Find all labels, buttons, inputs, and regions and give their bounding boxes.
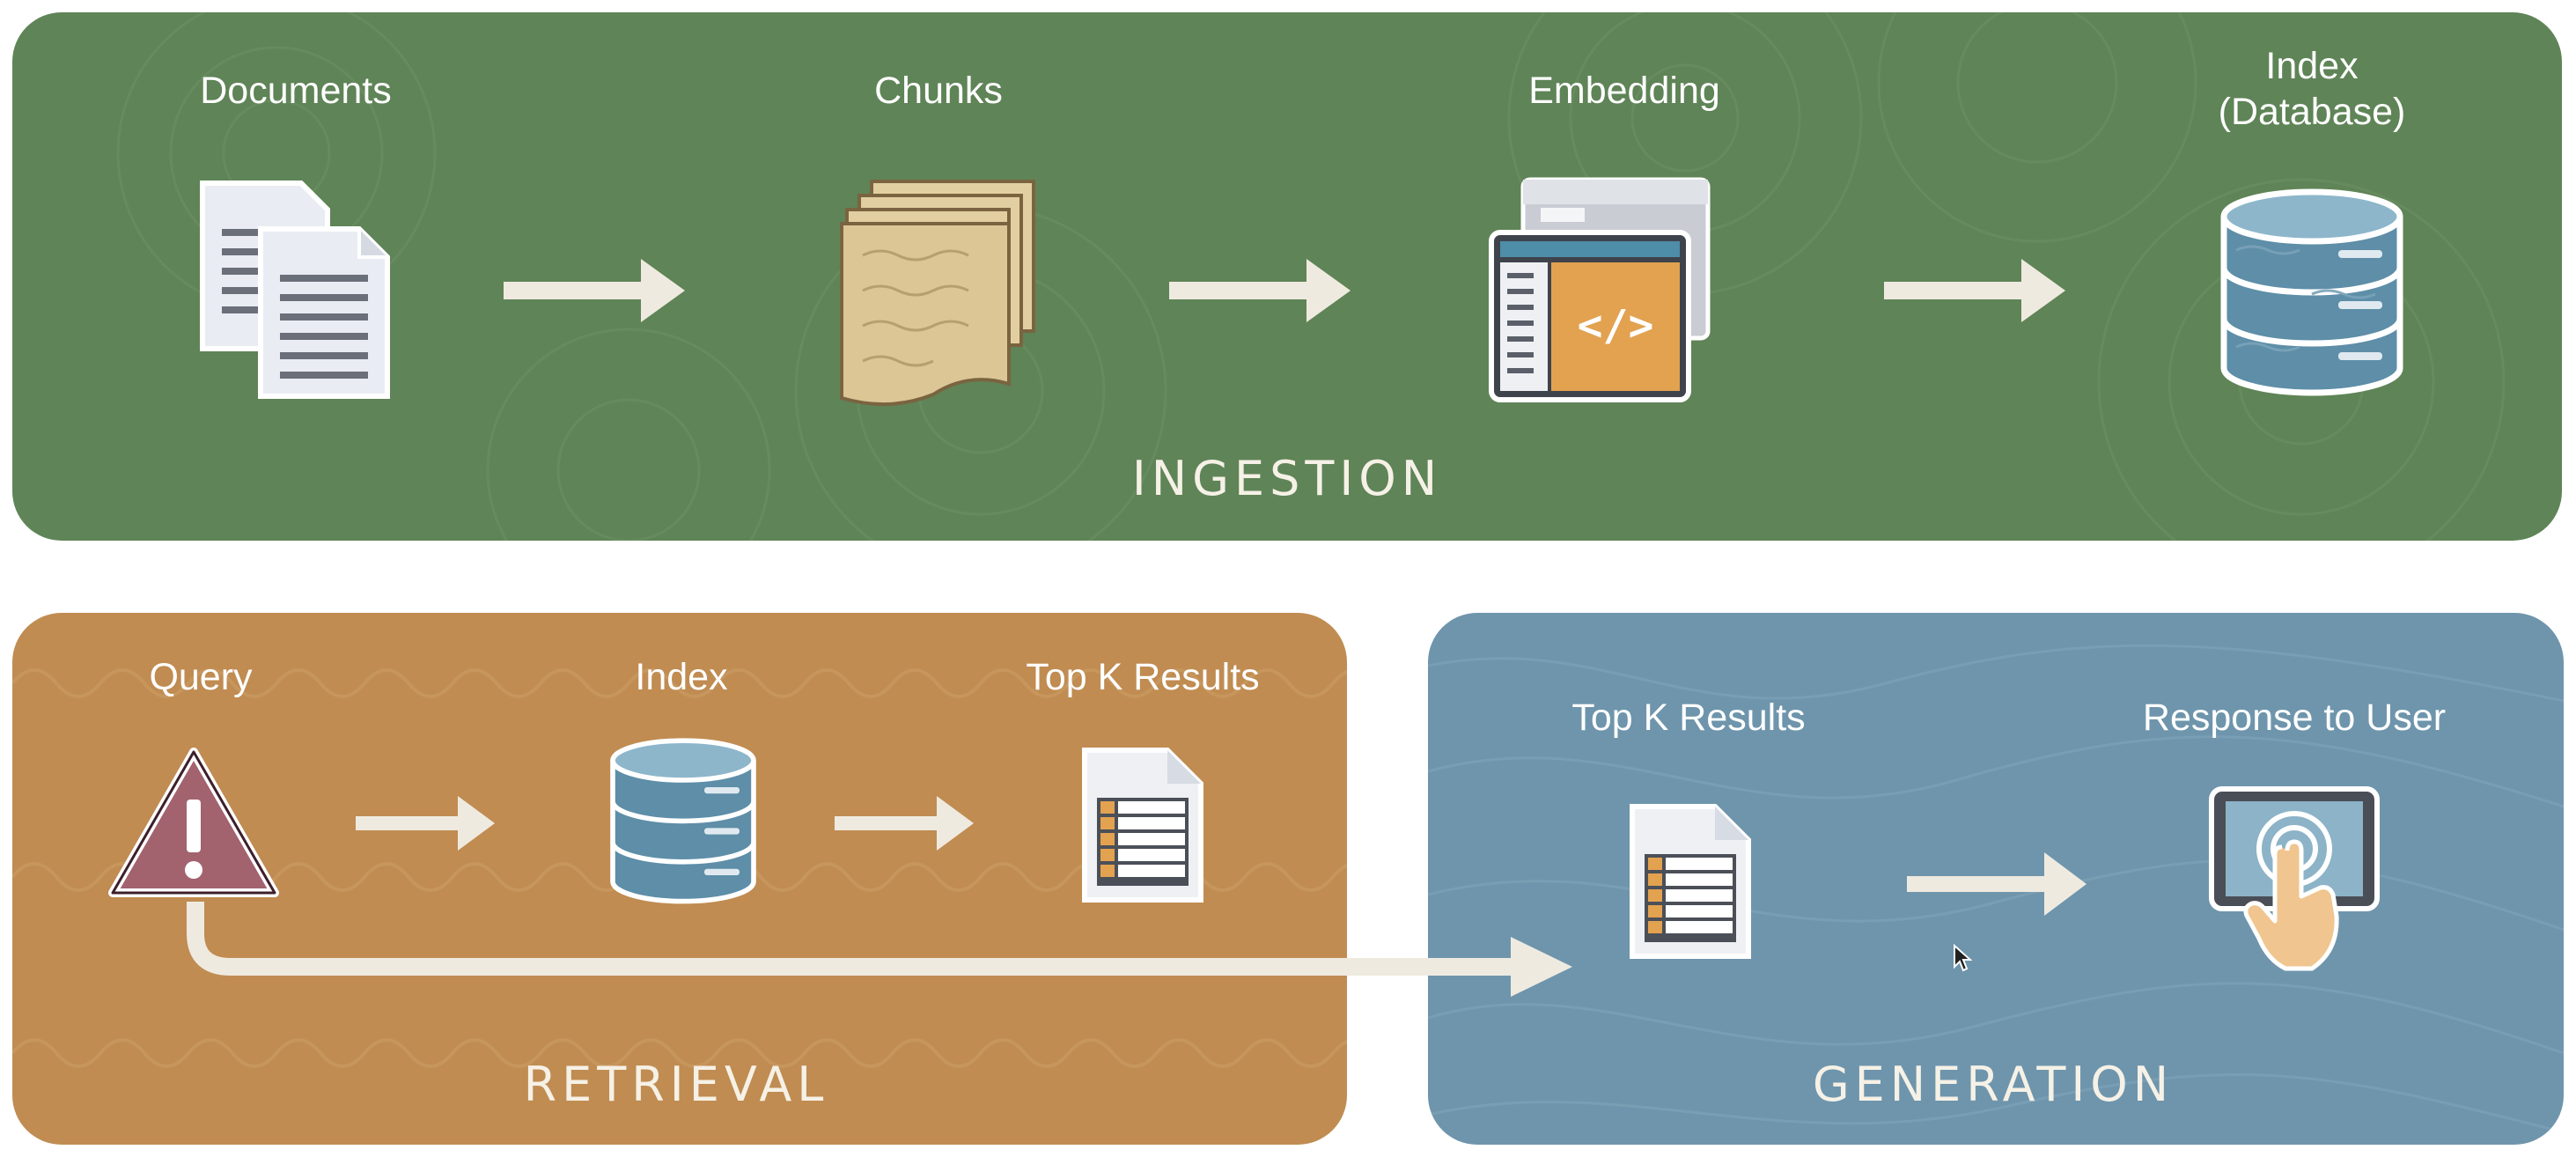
embedding-label: Embedding (1528, 70, 1720, 112)
database-icon (2220, 188, 2403, 396)
index-label-line1: Index (2265, 45, 2359, 87)
retrieval-database-icon (610, 738, 756, 904)
query-label: Query (149, 656, 253, 698)
arrow-documents-to-chunks (504, 259, 685, 322)
code-window-icon: </> (1489, 177, 1711, 402)
arrow-query-to-index (356, 796, 495, 851)
documents-icon (200, 181, 390, 399)
svg-text:</>: </> (1578, 301, 1654, 350)
generation-title: GENERATION (1812, 1057, 2175, 1112)
index-label-line2: (Database) (2218, 90, 2406, 133)
chunks-label: Chunks (874, 70, 1003, 112)
generation-list-document-icon (1630, 804, 1751, 959)
arrow-chunks-to-embedding (1169, 259, 1351, 322)
mouse-cursor-icon (1954, 944, 1972, 972)
response-to-user-label: Response to User (2142, 696, 2447, 739)
warning-triangle-icon (108, 748, 279, 897)
arrow-index-to-results (835, 796, 974, 851)
retrieval-title: RETRIEVAL (523, 1057, 829, 1112)
generation-texture (1428, 644, 2564, 1134)
retrieval-top-k-label: Top K Results (1026, 656, 1260, 698)
chunks-icon (840, 180, 1035, 407)
documents-label: Documents (200, 70, 392, 112)
touchscreen-tap-icon (2209, 786, 2380, 971)
retrieval-index-label: Index (635, 656, 728, 698)
generation-top-k-label: Top K Results (1571, 696, 1806, 739)
list-document-icon (1082, 748, 1203, 903)
ingestion-title: INGESTION (1131, 451, 1443, 506)
arrow-results-to-response (1907, 852, 2087, 916)
index-database-label: Index (Database) (2219, 44, 2406, 135)
arrow-embedding-to-index (1884, 259, 2065, 322)
